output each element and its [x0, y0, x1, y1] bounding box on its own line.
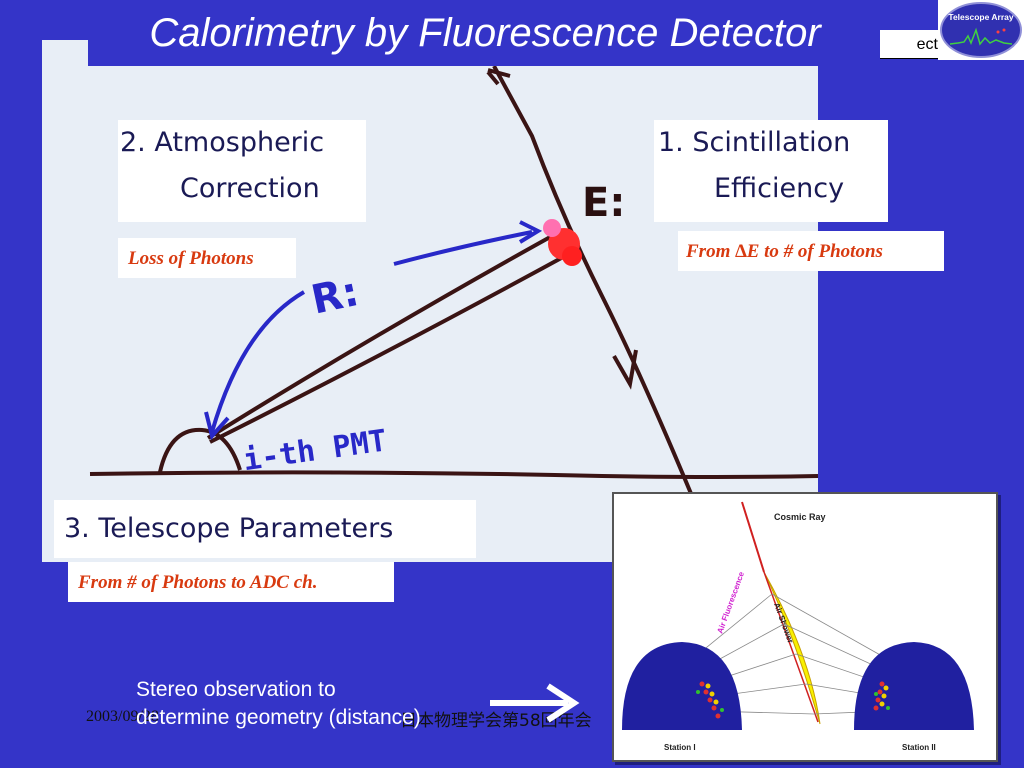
slide-title: Calorimetry by Fluorescence Detector: [90, 0, 880, 66]
loss-note: Loss of Photons: [118, 238, 296, 278]
stereo-diagram: Cosmic Ray Air Shower Air Fluorescence: [612, 492, 998, 762]
energy-label: E:: [582, 180, 625, 226]
footer-conference: 日本物理学会第58回年会: [400, 711, 592, 731]
adc-note-bg: [68, 562, 394, 602]
distance-label: R:: [307, 269, 362, 324]
footer-date: 2003/09/28: [86, 708, 159, 725]
right-arrow-icon: [488, 678, 588, 728]
telescope-array-logo: Telescope Array: [938, 0, 1024, 60]
loss-note-bg: [118, 238, 296, 278]
stereo-line-1: Stereo observation to: [136, 678, 336, 701]
scintillation-efficiency-label: 1. Scintillation Efficiency: [654, 120, 888, 222]
logo-text: Telescope Array: [948, 12, 1013, 22]
from-e-note: From ∆E to # of Photons: [678, 231, 944, 271]
atmospheric-line-1: 2. Atmospheric: [120, 127, 325, 158]
cosmic-ray-label: Cosmic Ray: [774, 512, 826, 522]
atmospheric-line-2: Correction: [180, 173, 320, 204]
from-e-note-text: From ∆E to # of Photons: [686, 241, 883, 262]
air-fluorescence-label: Air Fluorescence: [715, 570, 746, 635]
air-shower-label: Air Shower: [772, 602, 795, 645]
header-fragment: ect: [880, 30, 940, 59]
station-1-label: Station I: [664, 743, 696, 752]
station-2-label: Station II: [902, 743, 936, 752]
loss-note-text: Loss of Photons: [128, 248, 254, 269]
scintillation-line-2: Efficiency: [714, 173, 845, 204]
adc-note-text: From # of Photons to ADC ch.: [78, 572, 318, 593]
scintillation-line-1: 1. Scintillation: [658, 127, 851, 158]
stereo-line-2: determine geometry (distance): [136, 706, 421, 729]
stereo-caption: Stereo observation to determine geometry…: [136, 676, 421, 732]
pmt-label: i-th PMT: [241, 423, 389, 478]
telescope-parameters-label: 3. Telescope Parameters: [54, 500, 476, 558]
from-e-note-bg: [678, 231, 944, 271]
atmospheric-correction-label: 2. Atmospheric Correction: [118, 120, 366, 222]
adc-note: From # of Photons to ADC ch.: [68, 562, 394, 602]
sketch-corner: [42, 40, 88, 70]
telescope-text: 3. Telescope Parameters: [64, 513, 394, 544]
